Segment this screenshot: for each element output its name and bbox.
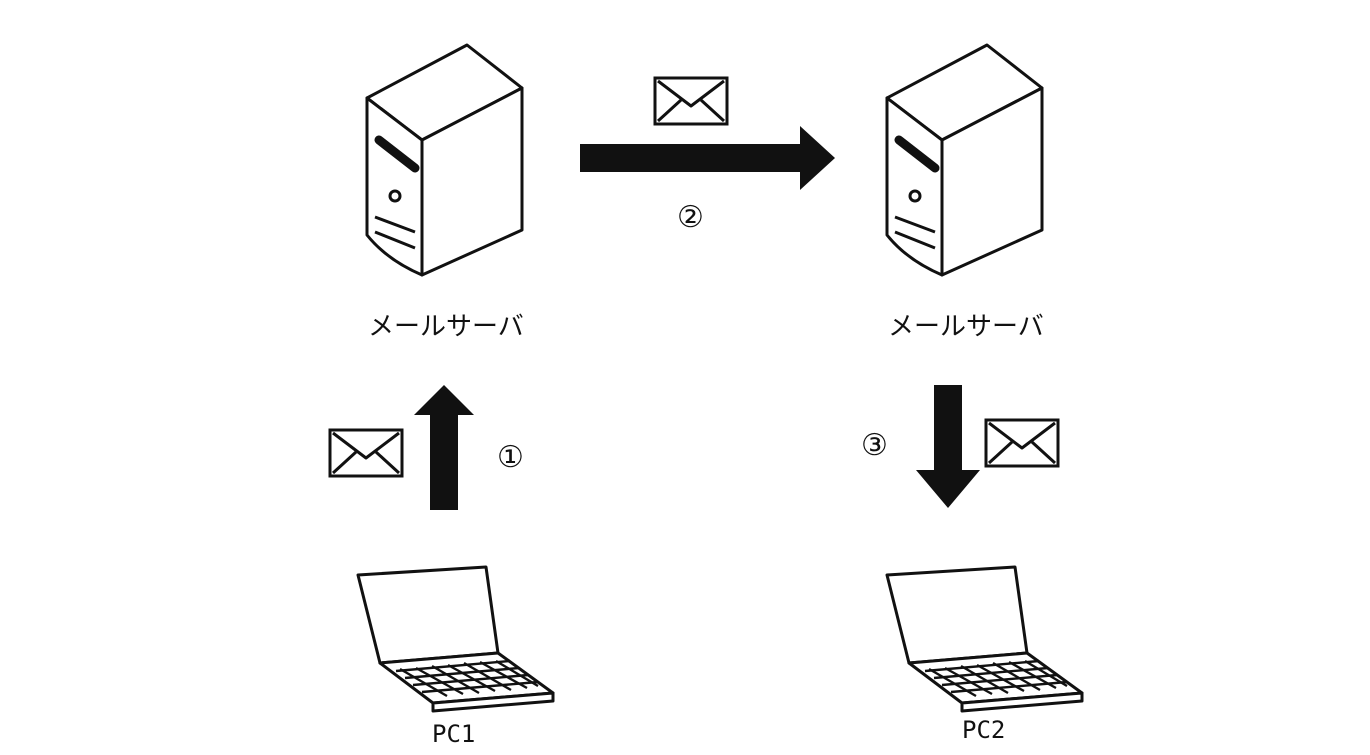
envelope-icon-step3 (984, 418, 1060, 468)
envelope-icon-step2 (653, 76, 729, 126)
step-number-1: ① (497, 440, 524, 475)
server-label-left: メールサーバ (368, 312, 524, 342)
laptop-icon-pc2 (885, 565, 1084, 713)
arrow-up-icon (414, 385, 474, 510)
pc2-label: PC2 (962, 716, 1006, 744)
arrow-down-icon (916, 385, 980, 508)
server-label-right: メールサーバ (888, 312, 1044, 342)
step-number-2: ② (677, 200, 704, 235)
server-icon-right (887, 45, 1042, 275)
server-icon-left (367, 45, 522, 275)
arrow-right-icon (580, 126, 835, 190)
envelope-icon-step1 (328, 428, 404, 478)
step-number-3: ③ (861, 428, 888, 463)
laptop-icon-pc1 (356, 565, 555, 713)
pc1-label: PC1 (432, 720, 476, 748)
